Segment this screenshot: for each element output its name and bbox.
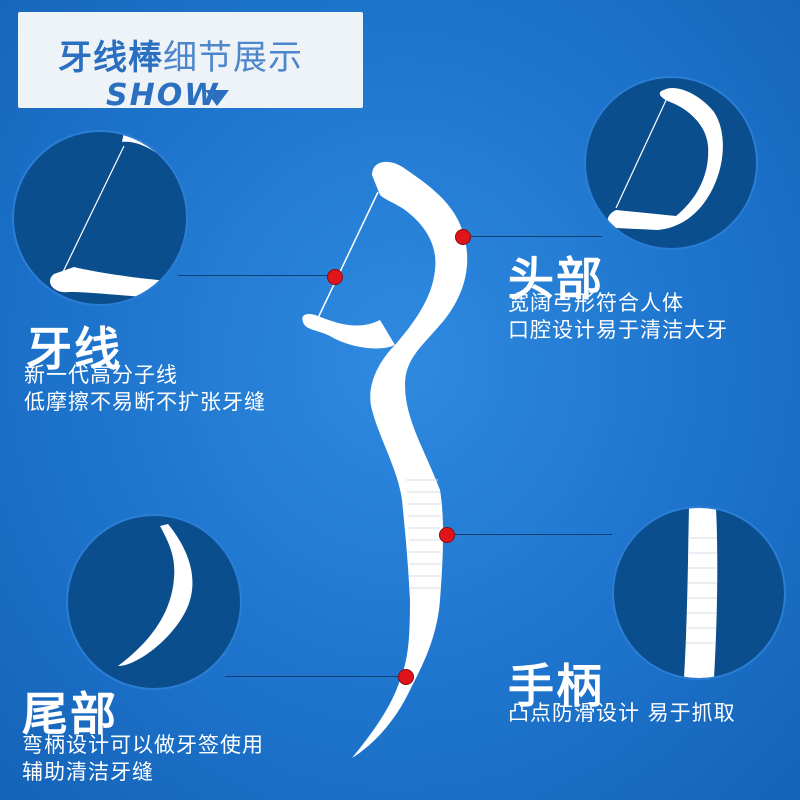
handle-connector-line [447, 534, 612, 535]
handle-detail-circle [612, 506, 786, 680]
down-triangle-icon [205, 90, 229, 106]
banner-title-bold: 牙线棒 [58, 38, 163, 78]
floss-marker-dot [327, 269, 343, 285]
handle-detail-zoom [684, 508, 718, 678]
tail-title: 尾部 [22, 687, 118, 741]
head-marker-dot [455, 229, 471, 245]
head-desc-line-1: 宽阔弓形符合人体 [508, 291, 684, 315]
banner-title-light: 细节展示 [163, 38, 303, 78]
handle-grip-ridges [406, 479, 441, 589]
tail-connector-line [225, 676, 405, 677]
floss-detail-circle [12, 130, 188, 306]
floss-pick-body [352, 161, 468, 759]
tail-desc-line-2: 辅助清洁牙缝 [22, 760, 154, 784]
head-desc-line-2: 口腔设计易于清洁大牙 [508, 318, 728, 342]
floss-pick-arm [302, 314, 395, 349]
banner-show-text: SHOW [106, 78, 220, 113]
floss-detail-zoom [49, 132, 186, 300]
tail-detail-circle [66, 514, 242, 690]
handle-marker-dot [439, 527, 455, 543]
head-detail-circle [584, 76, 758, 250]
banner-title: 牙线棒细节展示 [58, 30, 303, 79]
head-connector-line [462, 236, 602, 237]
handle-title: 手柄 [508, 659, 604, 713]
title-banner: 牙线棒细节展示 SHOW [18, 12, 363, 113]
tail-marker-dot [398, 669, 414, 685]
handle-desc-line-1: 凸点防滑设计 易于抓取 [508, 701, 736, 725]
floss-connector-line [178, 275, 334, 276]
tail-detail-zoom [118, 524, 193, 666]
head-title: 头部 [508, 252, 604, 306]
floss-thread [317, 191, 379, 319]
floss-title: 牙线 [26, 322, 122, 376]
floss-desc-line-1: 新一代高分子线 [24, 363, 178, 387]
floss-desc-line-2: 低摩擦不易断不扩张牙缝 [24, 390, 266, 414]
tail-desc-line-1: 弯柄设计可以做牙签使用 [22, 733, 264, 757]
head-detail-zoom [607, 88, 723, 230]
